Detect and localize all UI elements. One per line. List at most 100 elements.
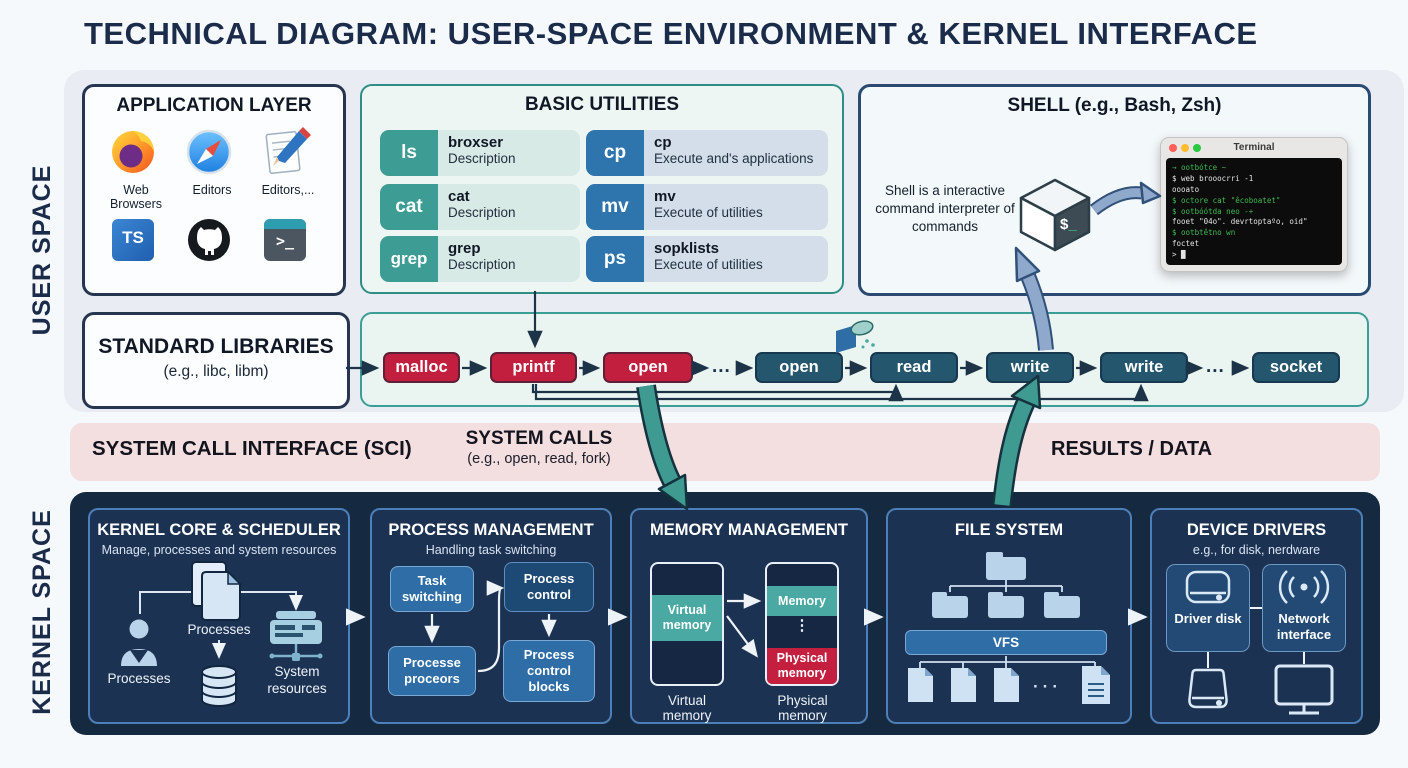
kernel-core-title: KERNEL CORE & SCHEDULER bbox=[97, 521, 341, 539]
memory-band: Memory bbox=[767, 586, 837, 616]
utility-desc: Description bbox=[448, 151, 516, 167]
kernel-core-subtitle: Manage, processes and system resources bbox=[101, 543, 337, 557]
sci-band bbox=[70, 423, 1380, 481]
utility-ps: ps sopklists Execute of utilities bbox=[586, 236, 828, 282]
utility-name: cp bbox=[654, 134, 672, 151]
physical-memory-caption: Physical memory bbox=[777, 693, 828, 723]
terminal-icon-label: >_ bbox=[275, 232, 295, 250]
device-drivers-title: DEVICE DRIVERS bbox=[1186, 521, 1327, 539]
terminal-content: → ootbótce ~ $ web brooocrri -1 oooato $… bbox=[1166, 158, 1342, 265]
terminal-line: $ ootbtêtno wn bbox=[1172, 228, 1236, 238]
utility-ls-badge: ls bbox=[380, 130, 438, 176]
utility-cat: cat cat Description bbox=[380, 184, 580, 230]
utility-name: grep bbox=[448, 240, 481, 257]
utility-desc: Description bbox=[448, 205, 516, 221]
process-management-title: PROCESS MANAGEMENT bbox=[388, 521, 594, 539]
terminal-line: > █ bbox=[1172, 250, 1186, 259]
process-management-subtitle: Handling task switching bbox=[425, 543, 557, 557]
utility-grep: grep grep Description bbox=[380, 236, 580, 282]
file-system-box: FILE SYSTEM bbox=[886, 508, 1132, 724]
process-control-blocks-chip: Process control blocks bbox=[503, 640, 595, 702]
utility-cat-badge: cat bbox=[380, 184, 438, 230]
utility-grep-badge: grep bbox=[380, 236, 438, 282]
physical-memory-column: Memory ⋮ Physical memory bbox=[765, 562, 839, 686]
memory-management-title: MEMORY MANAGEMENT bbox=[650, 521, 848, 539]
utility-desc: Execute and's applications bbox=[654, 151, 814, 167]
call-pill-malloc: malloc bbox=[383, 352, 460, 383]
task-switching-chip: Task switching bbox=[390, 566, 474, 612]
utility-cp-badge: cp bbox=[586, 130, 644, 176]
utility-name: mv bbox=[654, 188, 676, 205]
traffic-light-minimize-icon bbox=[1181, 144, 1189, 152]
call-pill-open: open bbox=[603, 352, 693, 383]
shell-description: Shell is a interactive command interpret… bbox=[875, 183, 1015, 235]
utility-cp: cp cp Execute and's applications bbox=[586, 130, 828, 176]
syscall-pill-open: open bbox=[755, 352, 843, 383]
device-drivers-subtitle: e.g., for disk, nerdware bbox=[1192, 543, 1321, 557]
user-space-label: USER SPACE bbox=[28, 164, 56, 336]
app-label-editors-2: Editors,... bbox=[261, 183, 315, 197]
syscall-pill-write: write bbox=[986, 352, 1074, 383]
call-pill-printf: printf bbox=[490, 352, 577, 383]
typescript-icon-label: TS bbox=[122, 228, 144, 247]
traffic-light-zoom-icon bbox=[1193, 144, 1201, 152]
utility-desc: Execute of utilities bbox=[654, 205, 763, 221]
utility-ls: ls broxser Description bbox=[380, 130, 580, 176]
system-calls-title: SYSTEM CALLS bbox=[465, 428, 613, 449]
terminal-line: oooato bbox=[1172, 184, 1200, 194]
shell-prompt-cursor: _ bbox=[1068, 216, 1077, 233]
processes-docs-label: Processes bbox=[187, 622, 251, 637]
process-control-chip: Process control bbox=[504, 562, 594, 612]
terminal-line: $ web brooocrri -1 bbox=[1172, 173, 1254, 183]
syscall-pill-write-2: write bbox=[1100, 352, 1188, 383]
terminal-line: $ ootbóótda neo -+ bbox=[1172, 206, 1254, 216]
terminal-line: foctet bbox=[1172, 239, 1200, 249]
system-calls-label: SYSTEM CALLS (e.g., open, read, fork) bbox=[436, 428, 642, 467]
terminal-line: fooet "04o". devrtoptaºo, oid" bbox=[1172, 217, 1308, 227]
driver-disk-label: Driver disk bbox=[1174, 611, 1242, 626]
basic-utilities-title: BASIC UTILITIES bbox=[524, 94, 680, 115]
network-interface-label: Network interface bbox=[1276, 611, 1332, 643]
utility-desc: Description bbox=[448, 257, 516, 273]
kernel-space-label: KERNEL SPACE bbox=[28, 509, 56, 715]
syscall-pill-socket: socket bbox=[1252, 352, 1340, 383]
standard-libraries-subtitle: (e.g., libc, libm) bbox=[163, 363, 269, 380]
utility-name: sopklists bbox=[654, 240, 720, 257]
basic-utilities-box: BASIC UTILITIES ls broxser Description c… bbox=[360, 84, 844, 294]
driver-disk-chip: Driver disk bbox=[1166, 564, 1250, 652]
utility-mv-badge: mv bbox=[586, 184, 644, 230]
vfs-bar: VFS bbox=[905, 630, 1107, 655]
syscall-pill-read: read bbox=[870, 352, 958, 383]
virtual-memory-band: Virtual memory bbox=[652, 595, 722, 641]
system-resources-label: System resources bbox=[267, 664, 327, 696]
application-layer-title: APPLICATION LAYER bbox=[116, 95, 312, 116]
app-label-web-browsers: Web Browsers bbox=[109, 183, 163, 211]
memory-dots: ⋮ bbox=[794, 617, 810, 634]
terminal-titlebar: Terminal bbox=[1233, 142, 1275, 153]
virtual-memory-column: Virtual memory bbox=[650, 562, 724, 686]
network-interface-chip: Network interface bbox=[1262, 564, 1346, 652]
shell-prompt-icon: $_ bbox=[1060, 216, 1077, 233]
results-data-label: RESULTS / DATA bbox=[1051, 438, 1213, 460]
file-system-title: FILE SYSTEM bbox=[954, 521, 1064, 539]
terminal-line: $ octore cat "êcoboatet" bbox=[1172, 195, 1281, 205]
utility-mv: mv mv Execute of utilities bbox=[586, 184, 828, 230]
standard-libraries-title: STANDARD LIBRARIES bbox=[98, 335, 334, 358]
page-title: TECHNICAL DIAGRAM: USER-SPACE ENVIRONMEN… bbox=[84, 16, 1258, 51]
chain-ellipsis: ... bbox=[712, 356, 731, 377]
process-processors-chip: Processe proceors bbox=[388, 646, 476, 696]
file-system-dots: ··· bbox=[1033, 677, 1062, 696]
standard-libraries-box: STANDARD LIBRARIES (e.g., libc, libm) bbox=[82, 312, 350, 409]
traffic-light-close-icon bbox=[1169, 144, 1177, 152]
chain-ellipsis: ... bbox=[1206, 356, 1225, 377]
system-calls-subtitle: (e.g., open, read, fork) bbox=[467, 451, 611, 467]
shell-title: SHELL (e.g., Bash, Zsh) bbox=[1007, 95, 1222, 116]
virtual-memory-caption: Virtual memory bbox=[662, 693, 712, 723]
physical-memory-band: Physical memory bbox=[767, 648, 837, 684]
terminal-window: Terminal → ootbótce ~ $ web brooocrri -1… bbox=[1160, 137, 1348, 272]
app-label-editors: Editors bbox=[192, 183, 232, 197]
processes-person-label: Processes bbox=[107, 671, 171, 686]
utility-ps-badge: ps bbox=[586, 236, 644, 282]
utility-desc: Execute of utilities bbox=[654, 257, 763, 273]
utility-name: broxser bbox=[448, 134, 504, 151]
